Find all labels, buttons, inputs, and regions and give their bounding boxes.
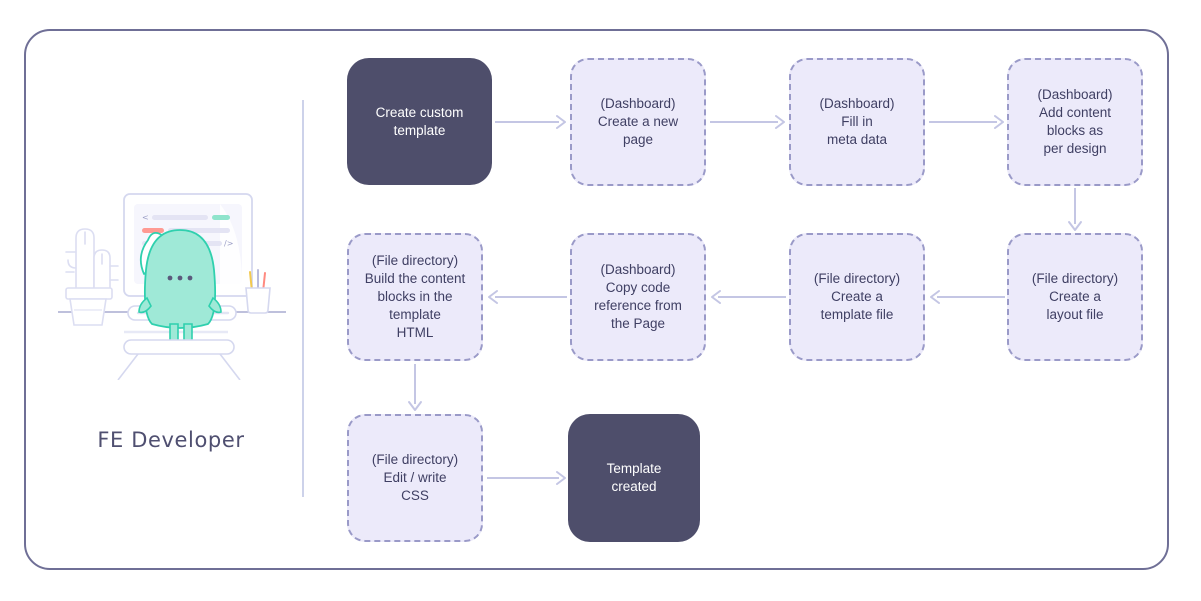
developer-desk-illustration: < /> (52, 180, 292, 381)
svg-text:/>: /> (224, 239, 233, 248)
flow-node-create-custom-template[interactable]: Create custom template (347, 58, 492, 185)
flow-node-create-a-template-file[interactable]: (File directory) Create a template file (789, 233, 925, 361)
persona-panel: < /> (40, 60, 302, 540)
flow-node-copy-code-reference[interactable]: (Dashboard) Copy code reference from the… (570, 233, 706, 361)
edge-arrow-n3-n4 (929, 113, 1005, 131)
flow-node-add-content-blocks[interactable]: (Dashboard) Add content blocks as per de… (1007, 58, 1143, 186)
svg-text:<: < (142, 213, 149, 222)
edge-arrow-n6-n7 (710, 288, 786, 306)
flow-node-create-a-layout-file[interactable]: (File directory) Create a layout file (1007, 233, 1143, 361)
section-divider (302, 100, 304, 497)
edge-arrow-n4-n5 (1066, 188, 1084, 232)
flow-node-edit-write-css[interactable]: (File directory) Edit / write CSS (347, 414, 483, 542)
edge-arrow-n1-n2 (495, 113, 567, 131)
persona-label: FE Developer (97, 428, 245, 452)
flow-node-create-a-new-page[interactable]: (Dashboard) Create a new page (570, 58, 706, 186)
flow-node-fill-in-meta-data[interactable]: (Dashboard) Fill in meta data (789, 58, 925, 186)
edge-arrow-n2-n3 (710, 113, 786, 131)
edge-arrow-n7-n8 (487, 288, 567, 306)
edge-arrow-n5-n6 (929, 288, 1005, 306)
flow-node-build-content-blocks[interactable]: (File directory) Build the content block… (347, 233, 483, 361)
edge-arrow-n8-n9 (406, 364, 424, 412)
flow-node-template-created[interactable]: Template created (568, 414, 700, 542)
edge-arrow-n9-n10 (487, 469, 567, 487)
